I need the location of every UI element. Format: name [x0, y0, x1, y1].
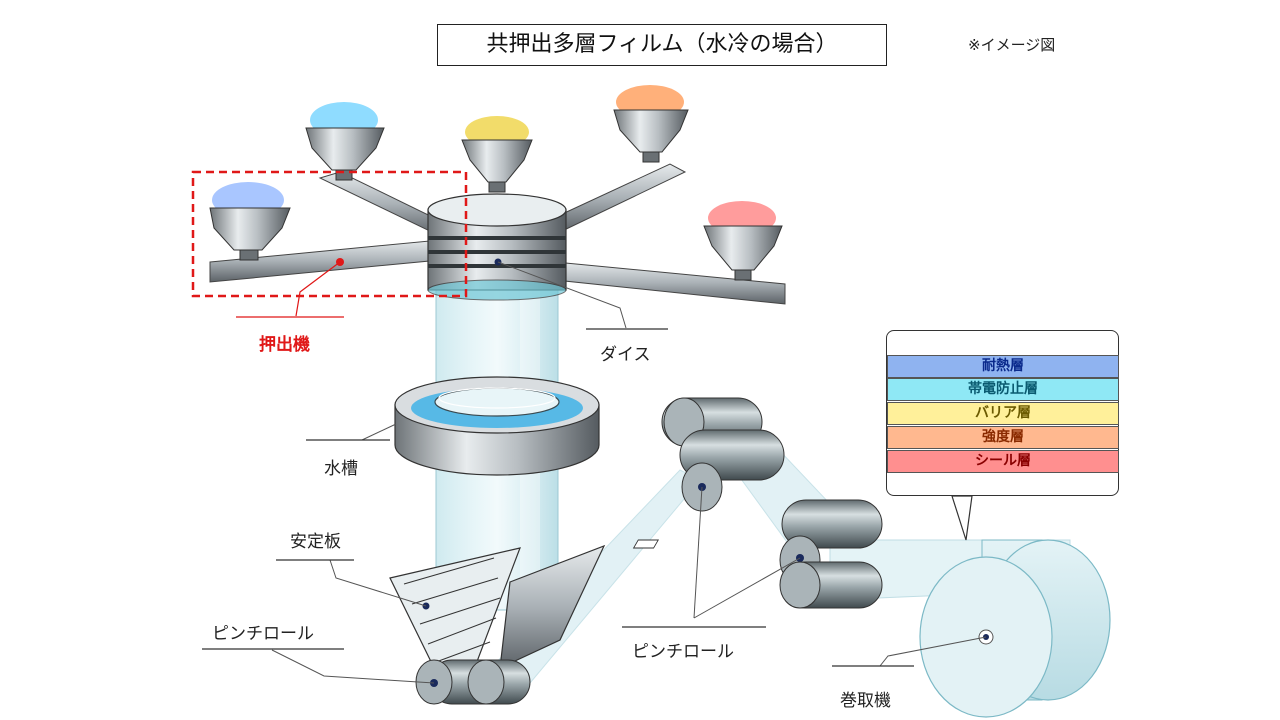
hopper-orange — [613, 85, 689, 163]
page-title: 共押出多層フィルム（水冷の場合） — [437, 24, 887, 66]
pinch-roll-upper — [661, 397, 785, 512]
extruder-leader-line — [295, 261, 341, 317]
water-tank — [394, 376, 600, 476]
extruder-arms — [209, 163, 786, 305]
layer-callout-pointer — [951, 495, 973, 541]
pinch-roll-lower — [779, 499, 883, 609]
layer-heat-resistant: 耐熱層 — [887, 355, 1119, 378]
film-layer-stack: 耐熱層 帯電防止層 バリア層 強度層 シール層 — [886, 330, 1119, 496]
film-sample-marker — [632, 539, 660, 549]
winder-leader-line — [879, 636, 987, 667]
pinch-roll-right-leader-line-b — [693, 557, 801, 619]
hopper-cyan — [305, 102, 385, 181]
label-water-tank: 水槽 — [324, 459, 358, 479]
hopper-blue — [209, 182, 291, 261]
label-extruder: 押出機 — [259, 335, 310, 355]
die-leader-line — [497, 261, 627, 329]
layer-label: 帯電防止層 — [968, 381, 1038, 397]
layer-antistatic: 帯電防止層 — [887, 378, 1119, 401]
layer-seal: シール層 — [887, 450, 1119, 473]
hopper-yellow — [461, 116, 533, 193]
label-winder: 巻取機 — [840, 691, 891, 711]
label-pinch-roll-left: ピンチロール — [212, 624, 314, 644]
layer-strength: 強度層 — [887, 426, 1119, 449]
layer-barrier: バリア層 — [887, 402, 1119, 425]
label-pinch-roll-right: ピンチロール — [632, 642, 734, 662]
pinch-roll-bottom — [415, 659, 531, 705]
pinch-roll-right-leader-line-a — [693, 486, 703, 619]
label-stabilizer: 安定板 — [290, 532, 341, 552]
extruder-highlight-box — [191, 170, 468, 298]
stabilizer-leader-line — [329, 559, 427, 607]
image-note: ※イメージ図 — [968, 36, 1056, 54]
water-tank-leader-line — [361, 423, 397, 441]
pinch-roll-left-leader-line — [271, 649, 435, 684]
die-stack — [427, 193, 567, 301]
layer-label: バリア層 — [975, 405, 1031, 421]
layer-label: 耐熱層 — [982, 358, 1024, 374]
label-die: ダイス — [600, 345, 651, 365]
layer-label: 強度層 — [982, 429, 1024, 445]
layer-label: シール層 — [975, 453, 1031, 469]
hopper-pink — [703, 201, 783, 281]
